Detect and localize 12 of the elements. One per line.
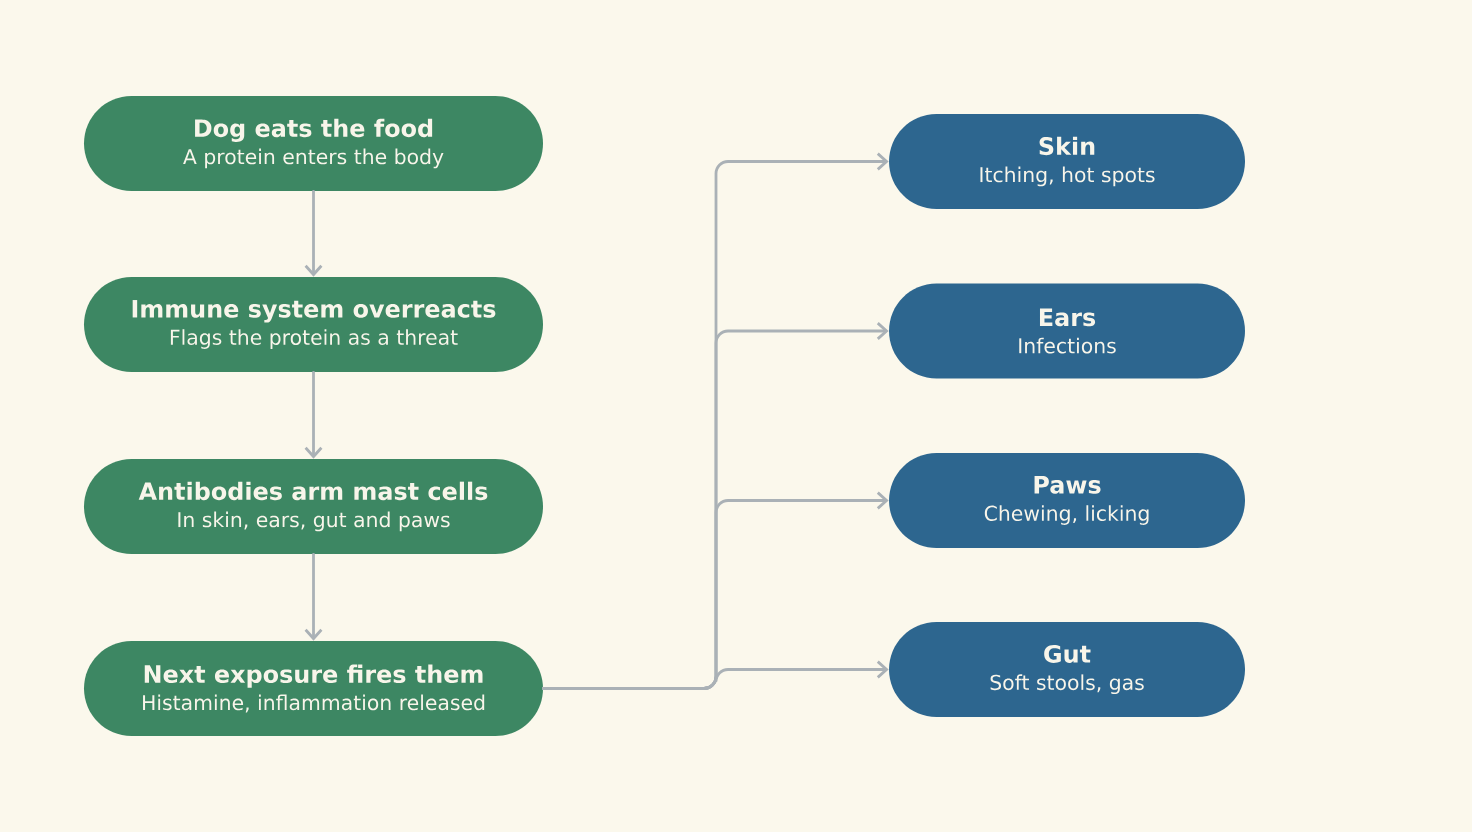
process-box: Gut Soft stools, gas xyxy=(889,622,1245,717)
process-box: Immune system overreacts Flags the protein as a threat xyxy=(84,277,543,372)
arrow xyxy=(304,189,323,277)
process-box: Paws Chewing, licking xyxy=(889,453,1245,548)
process-box: Ears Infections xyxy=(889,283,1245,379)
process-box: Antibodies arm mast cells In skin, ears, gut and paws xyxy=(84,459,543,554)
arrow xyxy=(541,660,889,690)
arrow xyxy=(304,370,323,459)
process-box: Skin Itching, hot spots xyxy=(889,114,1245,209)
arrow xyxy=(304,552,323,641)
process-box: Dog eats the food A protein enters the body xyxy=(84,96,543,191)
process-box: Next exposure fires them Histamine, inflammation released xyxy=(84,641,543,736)
